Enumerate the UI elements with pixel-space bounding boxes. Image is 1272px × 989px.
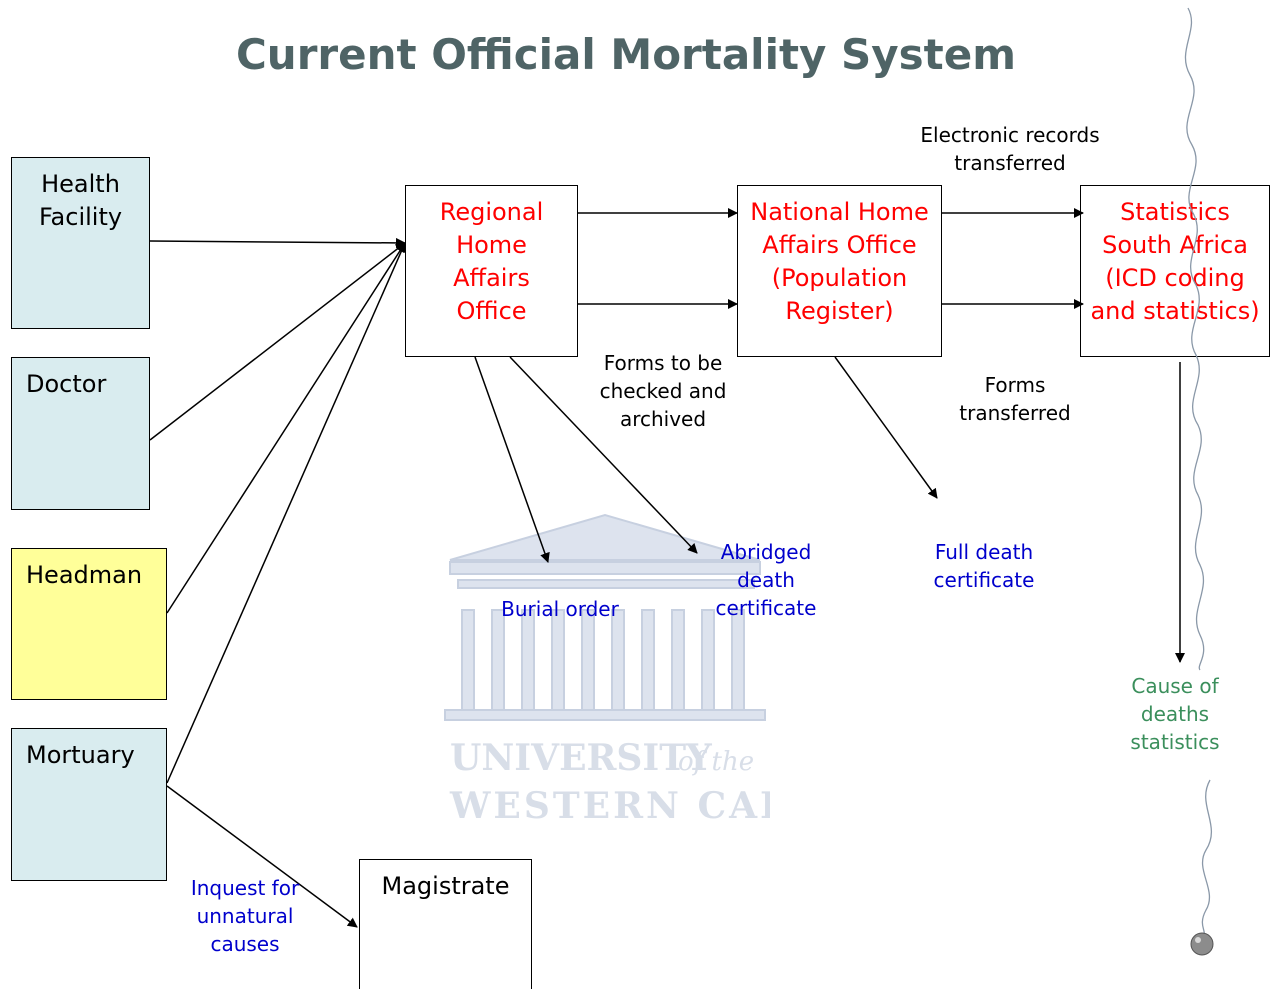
decorative-ball <box>1190 932 1214 956</box>
page-title: Current Official Mortality System <box>235 30 1017 79</box>
university-watermark: UNIVERSITY of the WESTERN CAPE <box>444 513 770 827</box>
arrow-regional-to-burial <box>474 356 550 563</box>
label-burial-order: Burial order <box>501 597 619 621</box>
arrow-mortuary-to-regional <box>166 242 406 784</box>
label-inquest: Inquest for unnatural causes <box>190 876 300 956</box>
health-facility-box: Health Facility <box>11 157 150 329</box>
regional-home-affairs-box: Regional Home Affairs Office <box>405 185 578 357</box>
label-forms-transferred: Forms transferred <box>959 373 1071 425</box>
doctor-label: Doctor <box>26 370 107 398</box>
statistics-south-africa-label: Statistics South Africa (ICD coding and … <box>1090 198 1260 325</box>
arrow-national-to-full <box>834 356 938 499</box>
doctor-box: Doctor <box>11 357 150 510</box>
national-home-affairs-label: National Home Affairs Office (Population… <box>750 198 929 325</box>
arrow-doctor-to-regional <box>149 242 406 441</box>
decorative-string <box>1184 7 1205 671</box>
regional-home-affairs-label: Regional Home Affairs Office <box>439 198 544 325</box>
arrow-mortuary-to-magistrate <box>166 785 358 928</box>
arrow-headman-to-regional <box>166 242 406 614</box>
arrow-regional-to-abridged <box>509 356 698 554</box>
decorative-string-lower <box>1201 779 1212 936</box>
magistrate-label: Magistrate <box>381 872 510 900</box>
national-home-affairs-box: National Home Affairs Office (Population… <box>737 185 942 357</box>
watermark-line1: UNIVERSITY <box>450 737 713 779</box>
headman-label: Headman <box>26 561 143 589</box>
label-abridged-certificate: Abridged death certificate <box>715 540 817 620</box>
statistics-south-africa-box: Statistics South Africa (ICD coding and … <box>1080 185 1270 357</box>
health-facility-label: Health Facility <box>38 170 123 231</box>
label-forms-checked: Forms to be checked and archived <box>599 351 727 431</box>
watermark-line1-suffix: of the <box>678 747 754 777</box>
label-electronic-records: Electronic records transferred <box>920 123 1100 175</box>
mortuary-label: Mortuary <box>26 741 135 769</box>
headman-box: Headman <box>11 548 167 700</box>
mortuary-box: Mortuary <box>11 728 167 881</box>
magistrate-box: Magistrate <box>359 859 532 989</box>
label-full-certificate: Full death certificate <box>933 540 1035 592</box>
arrow-health-to-regional <box>149 237 406 248</box>
label-cause-of-deaths: Cause of deaths statistics <box>1130 674 1220 754</box>
watermark-line2: WESTERN CAPE <box>449 785 770 827</box>
